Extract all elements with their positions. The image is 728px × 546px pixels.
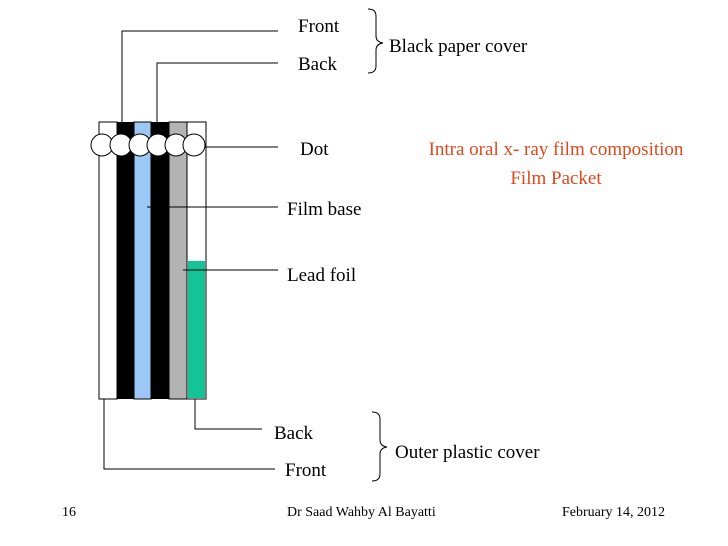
outer-plastic-front-layer	[98, 121, 118, 400]
lead-foil-layer	[188, 261, 205, 398]
black-paper-cover-label: Black paper cover	[389, 36, 528, 57]
black-back-label: Back	[298, 54, 338, 75]
embossed-dots	[90, 133, 206, 157]
slide-number: 16	[62, 505, 76, 520]
plastic-cover-brace	[371, 411, 388, 482]
black-paper-back-layer	[151, 122, 169, 399]
film-base-label: Film base	[287, 199, 361, 220]
leader-black-back	[156, 62, 278, 122]
plastic-back-label: Back	[274, 423, 314, 444]
grey-layer	[168, 121, 188, 400]
black-cover-brace	[367, 8, 384, 74]
outer-plastic-cover-label: Outer plastic cover	[395, 442, 540, 463]
film-layers	[98, 121, 207, 400]
title-line-2: Film Packet	[510, 168, 602, 189]
lead-foil-label: Lead foil	[287, 265, 356, 286]
black-front-label: Front	[298, 16, 340, 37]
film-base-layer	[133, 121, 152, 400]
dot-label: Dot	[300, 139, 329, 160]
footer-date: February 14, 2012	[562, 505, 665, 520]
leader-plastic-front	[103, 399, 275, 470]
title-line-1: Intra oral x- ray film composition	[429, 139, 684, 160]
black-paper-front-layer	[117, 122, 134, 399]
leader-plastic-back	[194, 399, 262, 430]
leader-black-front	[121, 30, 278, 122]
dot-6	[182, 133, 206, 157]
plastic-front-label: Front	[285, 460, 327, 481]
footer-author: Dr Saad Wahby Al Bayatti	[287, 505, 436, 520]
leader-lines	[103, 30, 278, 470]
